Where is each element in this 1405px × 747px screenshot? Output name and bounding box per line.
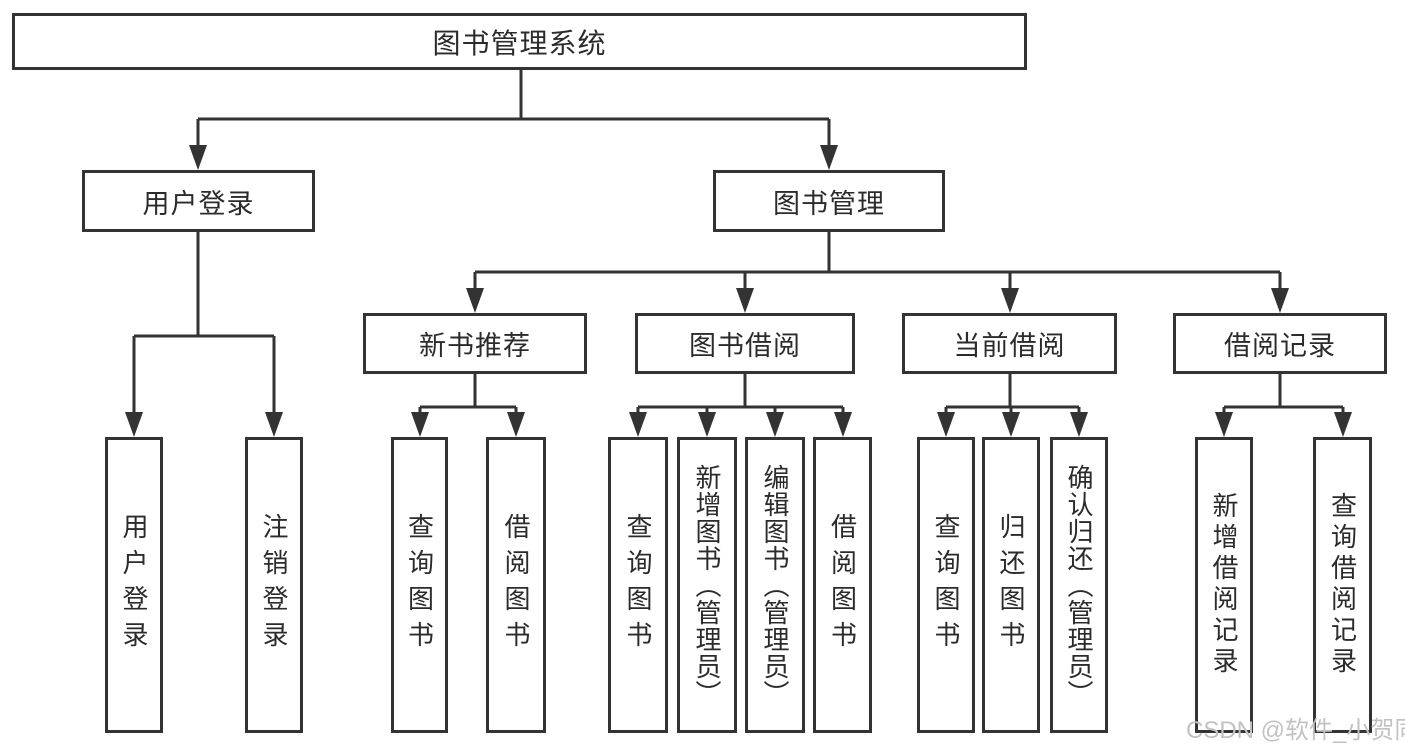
arrowhead-icon	[698, 412, 716, 437]
arrowhead-icon	[1001, 288, 1019, 313]
arrowhead-icon	[736, 288, 754, 313]
leaf-add-borrow-record: 新增借阅记录	[1195, 437, 1253, 733]
node-current-borrowing: 当前借阅	[902, 313, 1117, 374]
leaf-return-books: 归还图书	[982, 437, 1040, 733]
arrowhead-icon	[189, 145, 207, 170]
leaf-add-books-admin: 新增图书（管理员）	[677, 437, 737, 733]
node-book-borrowing: 图书借阅	[635, 313, 855, 374]
arrowhead-icon	[125, 412, 143, 437]
csdn-watermark: CSDN @软件_小贺同学	[1186, 717, 1405, 744]
node-new-book-recommend: 新书推荐	[363, 313, 587, 374]
connector-path	[196, 70, 831, 150]
leaf-recommend-query-books: 查询图书	[391, 437, 448, 733]
arrowhead-icon	[1334, 412, 1352, 437]
leaf-logout: 注销登录	[245, 437, 303, 733]
arrowhead-icon	[1070, 412, 1088, 437]
arrowhead-icon	[820, 145, 838, 170]
arrowhead-icon	[507, 412, 525, 437]
leaf-query-borrow-record: 查询借阅记录	[1313, 437, 1372, 733]
connector-path	[132, 232, 276, 416]
arrowhead-icon	[265, 412, 283, 437]
arrowhead-icon	[466, 288, 484, 313]
arrowhead-icon	[766, 412, 784, 437]
connector-path	[636, 374, 845, 416]
leaf-borrowing-query-books: 查询图书	[608, 437, 668, 733]
arrowhead-icon	[1002, 412, 1020, 437]
connector-path	[1222, 374, 1345, 416]
leaf-current-query-books: 查询图书	[917, 437, 975, 733]
connector-path	[944, 374, 1081, 416]
leaf-borrowing-borrow-books: 借阅图书	[813, 437, 872, 733]
node-root: 图书管理系统	[12, 13, 1027, 70]
arrowhead-icon	[1271, 288, 1289, 313]
connector-path	[473, 232, 1282, 292]
arrowhead-icon	[834, 412, 852, 437]
node-book-management: 图书管理	[713, 170, 945, 232]
arrowhead-icon	[411, 412, 429, 437]
arrowhead-icon	[629, 412, 647, 437]
leaf-edit-books-admin: 编辑图书（管理员）	[745, 437, 805, 733]
node-borrowing-records: 借阅记录	[1173, 313, 1387, 374]
leaf-confirm-return-admin: 确认归还（管理员）	[1050, 437, 1108, 733]
leaf-user-login: 用户登录	[105, 437, 163, 733]
connector-path	[418, 374, 518, 416]
arrowhead-icon	[1215, 412, 1233, 437]
leaf-recommend-borrow-books: 借阅图书	[486, 437, 546, 733]
node-user-login: 用户登录	[82, 170, 315, 232]
arrowhead-icon	[937, 412, 955, 437]
